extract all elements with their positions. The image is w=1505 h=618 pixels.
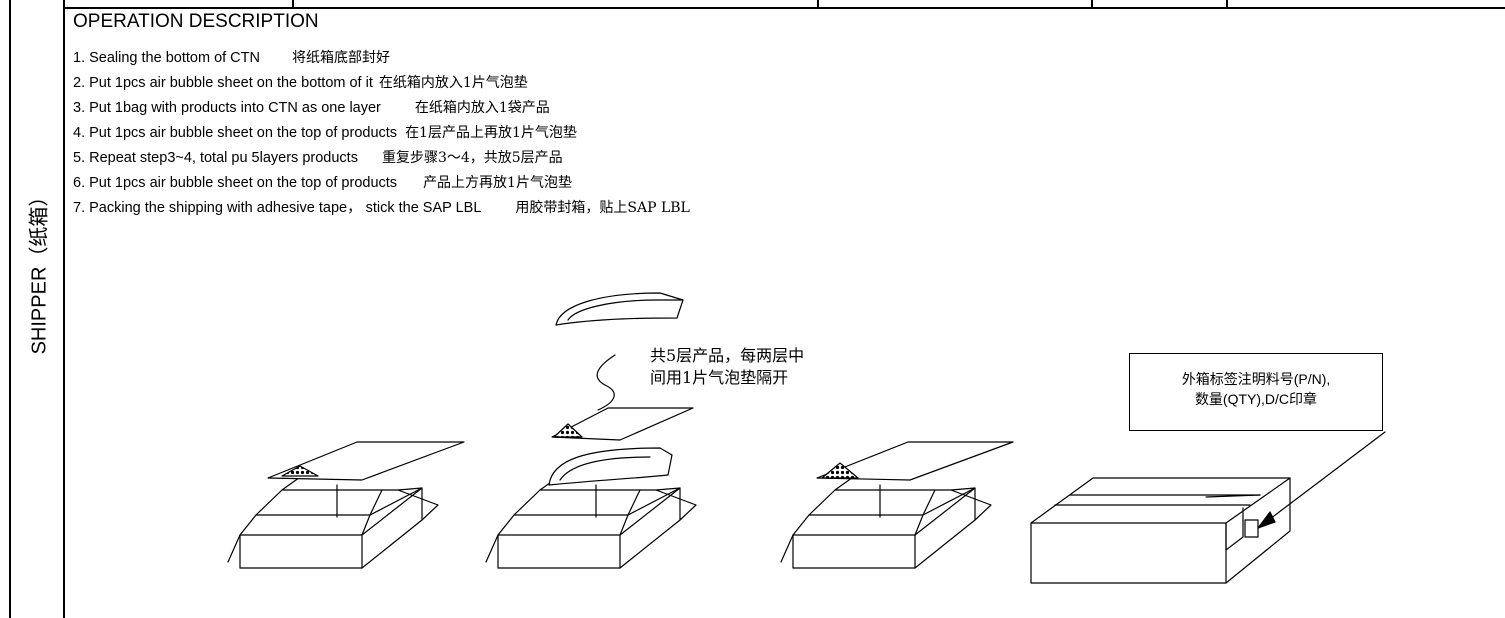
step-text-en: 7. Packing the shipping with adhesive ta…: [73, 200, 482, 216]
section-heading: OPERATION DESCRIPTION: [73, 11, 319, 32]
label-note-line1: 外箱标签注明料号(P/N),: [1181, 371, 1331, 387]
arrowhead-icon: [1257, 511, 1276, 529]
table-column-divider: [817, 0, 819, 8]
step-item: 4. Put 1pcs air bubble sheet on the top …: [73, 121, 690, 146]
product-bag-icon: [555, 292, 684, 326]
operation-steps: 1. Sealing the bottom of CTN 将纸箱底部封好 2. P…: [73, 46, 690, 221]
step-text-cn: 将纸箱底部封好: [292, 50, 390, 66]
step-text-cn: 在纸箱内放入1片气泡垫: [378, 75, 528, 91]
step-text-cn: 产品上方再放1片气泡垫: [423, 175, 572, 191]
step-text-en: 5. Repeat step3~4, total pu 5layers prod…: [73, 150, 358, 166]
step-text-en: 1. Sealing the bottom of CTN: [73, 50, 260, 66]
layers-note-line2: 间用1片气泡垫隔开: [650, 368, 789, 387]
step-text-en: 4. Put 1pcs air bubble sheet on the top …: [73, 125, 398, 141]
step-text-cn: 在1层产品上再放1片气泡垫: [405, 125, 577, 141]
table-column-divider: [1226, 0, 1228, 8]
step-item: 7. Packing the shipping with adhesive ta…: [73, 196, 690, 221]
step-text-en: 3. Put 1bag with products into CTN as on…: [73, 100, 381, 116]
sealed-shipper-box-icon: [1030, 477, 1291, 584]
label-note-line2: 数量(QTY),D/C印章: [1194, 391, 1318, 407]
repeat-squiggle: [596, 354, 616, 411]
step-item: 2. Put 1pcs air bubble sheet on the bott…: [73, 71, 690, 96]
layers-note-line1: 共5层产品，每两层中: [650, 346, 805, 365]
box-step3-icon: [780, 441, 1014, 569]
label-pointer-arrow: [1261, 431, 1386, 526]
step-item: 6. Put 1pcs air bubble sheet on the top …: [73, 171, 690, 196]
box-step1-icon: [227, 441, 465, 569]
box-step2-icon: [485, 407, 697, 569]
step-text-cn: 用胶带封箱，贴上SAP LBL: [515, 200, 690, 216]
frame-left-border: [9, 0, 11, 618]
table-column-divider: [1091, 0, 1093, 8]
layers-note: 共5层产品，每两层中 间用1片气泡垫隔开: [650, 345, 804, 389]
step-text-cn: 重复步骤3～4，共放5层产品: [381, 150, 563, 166]
step-text-en: 2. Put 1pcs air bubble sheet on the bott…: [73, 75, 373, 91]
step-item: 5. Repeat step3~4, total pu 5layers prod…: [73, 146, 690, 171]
step-item: 3. Put 1bag with products into CTN as on…: [73, 96, 690, 121]
step-item: 1. Sealing the bottom of CTN 将纸箱底部封好: [73, 46, 690, 71]
step-text-en: 6. Put 1pcs air bubble sheet on the top …: [73, 175, 398, 191]
step-text-cn: 在纸箱内放入1袋产品: [414, 100, 550, 116]
frame-top-border: [63, 7, 1505, 9]
table-column-divider: [292, 0, 294, 8]
frame-divider: [63, 0, 65, 618]
shipper-label-callout: 外箱标签注明料号(P/N), 数量(QTY),D/C印章: [1129, 353, 1383, 431]
